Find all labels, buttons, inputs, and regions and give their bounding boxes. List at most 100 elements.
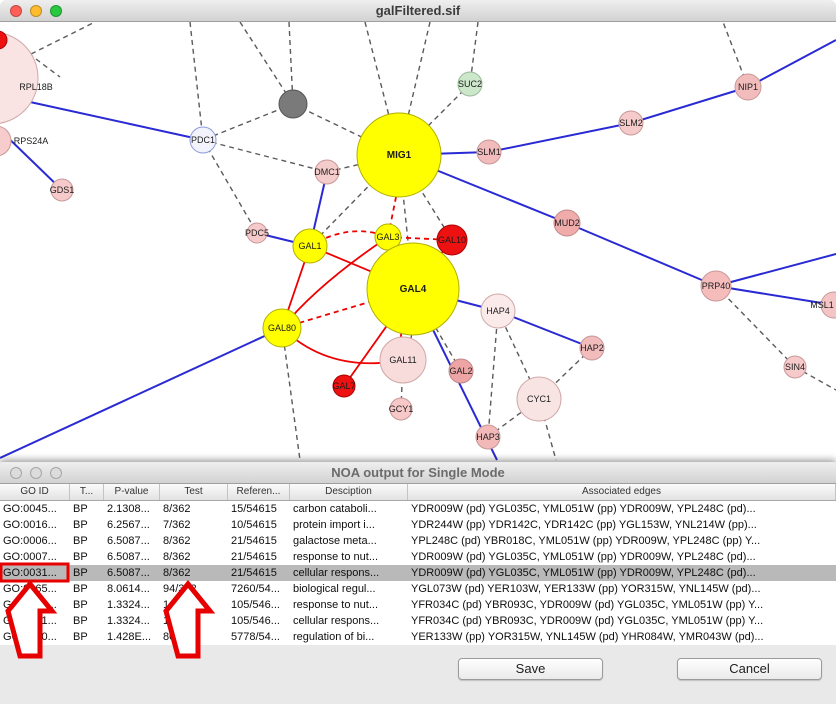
node-label-gal4: GAL4 (400, 284, 427, 295)
network-edge[interactable] (239, 22, 294, 105)
network-edge[interactable] (398, 22, 431, 156)
table-cell: 15/54615 (231, 503, 277, 515)
network-edge[interactable] (715, 253, 836, 287)
node-rpl18b[interactable] (0, 32, 39, 124)
node-hap2[interactable] (579, 335, 605, 361)
table-cell: 1.3324... (107, 615, 150, 627)
node-gal11[interactable] (379, 336, 427, 384)
node-gal7[interactable] (332, 374, 356, 398)
network-edge[interactable] (202, 139, 258, 234)
node-dmc1[interactable] (314, 159, 340, 185)
node-gray-node[interactable] (278, 89, 308, 119)
network-edge[interactable] (398, 154, 453, 241)
node-slm1[interactable] (476, 139, 502, 165)
column-header-desciption[interactable]: Desciption (290, 484, 408, 500)
network-edge[interactable] (747, 39, 836, 88)
minimize-button[interactable] (30, 5, 42, 17)
node-mig1[interactable] (356, 112, 442, 198)
save-button[interactable]: Save (458, 658, 603, 680)
close-button[interactable] (10, 5, 22, 17)
node-slm2[interactable] (618, 110, 644, 136)
network-edge[interactable] (189, 22, 204, 141)
node-gal2[interactable] (448, 358, 474, 384)
column-header-referen[interactable]: Referen... (228, 484, 290, 500)
node-gal1[interactable] (292, 228, 328, 264)
network-edge[interactable] (0, 327, 283, 459)
node-cyc1[interactable] (516, 376, 562, 422)
node-label-gds1: GDS1 (50, 185, 75, 195)
table-cell: GO:0031... (3, 599, 57, 611)
network-edge[interactable] (281, 288, 414, 329)
network-edge[interactable] (497, 310, 540, 400)
node-label-dmc1: DMC1 (314, 167, 340, 177)
network-edge[interactable] (630, 86, 749, 124)
node-gal4[interactable] (366, 242, 460, 336)
network-edge[interactable] (469, 22, 479, 85)
network-edge[interactable] (794, 366, 836, 391)
node-msl1[interactable] (820, 291, 836, 319)
network-canvas[interactable]: RPL18BRPS24AGDS1PDC1DMC1MIG1SUC2SLM1SLM2… (0, 22, 836, 462)
network-edge[interactable] (29, 101, 204, 141)
node-hap4[interactable] (480, 293, 516, 329)
network-edge[interactable] (715, 285, 796, 368)
node-red-corner[interactable] (0, 30, 8, 50)
column-header-t[interactable]: T... (70, 484, 104, 500)
node-gds1[interactable] (50, 178, 74, 202)
network-edge[interactable] (488, 122, 632, 153)
node-label-hap3: HAP3 (476, 432, 500, 442)
node-gal10[interactable] (436, 224, 468, 256)
network-edge[interactable] (412, 288, 462, 372)
column-header-go-id[interactable]: GO ID (0, 484, 70, 500)
node-gcy1[interactable] (389, 397, 413, 421)
node-sin4[interactable] (783, 355, 807, 379)
column-header-test[interactable]: Test (160, 484, 228, 500)
zoom-button[interactable] (50, 467, 62, 479)
network-edge[interactable] (566, 222, 717, 287)
table-cell: GO:0045... (3, 503, 57, 515)
network-edge[interactable] (14, 22, 96, 63)
node-prp40[interactable] (700, 270, 732, 302)
zoom-button[interactable] (50, 5, 62, 17)
column-header-p-value[interactable]: P-value (104, 484, 160, 500)
network-edge[interactable] (202, 139, 328, 173)
node-suc2[interactable] (457, 71, 483, 97)
network-edge[interactable] (281, 327, 301, 461)
close-button[interactable] (10, 467, 22, 479)
network-edge[interactable] (715, 285, 835, 306)
network-edge[interactable] (292, 103, 400, 156)
node-label-gal2: GAL2 (449, 366, 472, 376)
table-cell: 21/54615 (231, 551, 277, 563)
table-cell: GO:0031... (3, 615, 57, 627)
column-header-associated-edges[interactable]: Associated edges (408, 484, 836, 500)
table-cell: 8/362 (163, 551, 191, 563)
network-edge[interactable] (202, 103, 294, 141)
node-mud2[interactable] (553, 209, 581, 237)
noa-window-titlebar[interactable]: NOA output for Single Mode (0, 462, 836, 484)
node-pdc1[interactable] (189, 126, 217, 154)
node-rps24a[interactable] (0, 126, 12, 156)
minimize-button[interactable] (30, 467, 42, 479)
network-edge[interactable] (487, 310, 499, 438)
node-hap3[interactable] (475, 424, 501, 450)
table-cell: YDR009W (pd) YGL035C, YML051W (pp) YDR00… (411, 551, 756, 563)
network-edge[interactable] (288, 22, 294, 105)
network-edge[interactable] (387, 191, 398, 238)
node-gal80[interactable] (262, 308, 302, 348)
node-nip1[interactable] (734, 73, 762, 101)
cancel-button[interactable]: Cancel (677, 658, 822, 680)
table-cell: YPL248C (pd) YBR018C, YML051W (pp) YDR00… (411, 535, 761, 547)
network-edge[interactable] (364, 22, 400, 156)
network-window-titlebar[interactable]: galFiltered.sif (0, 0, 836, 22)
node-pdc5[interactable] (246, 222, 268, 244)
